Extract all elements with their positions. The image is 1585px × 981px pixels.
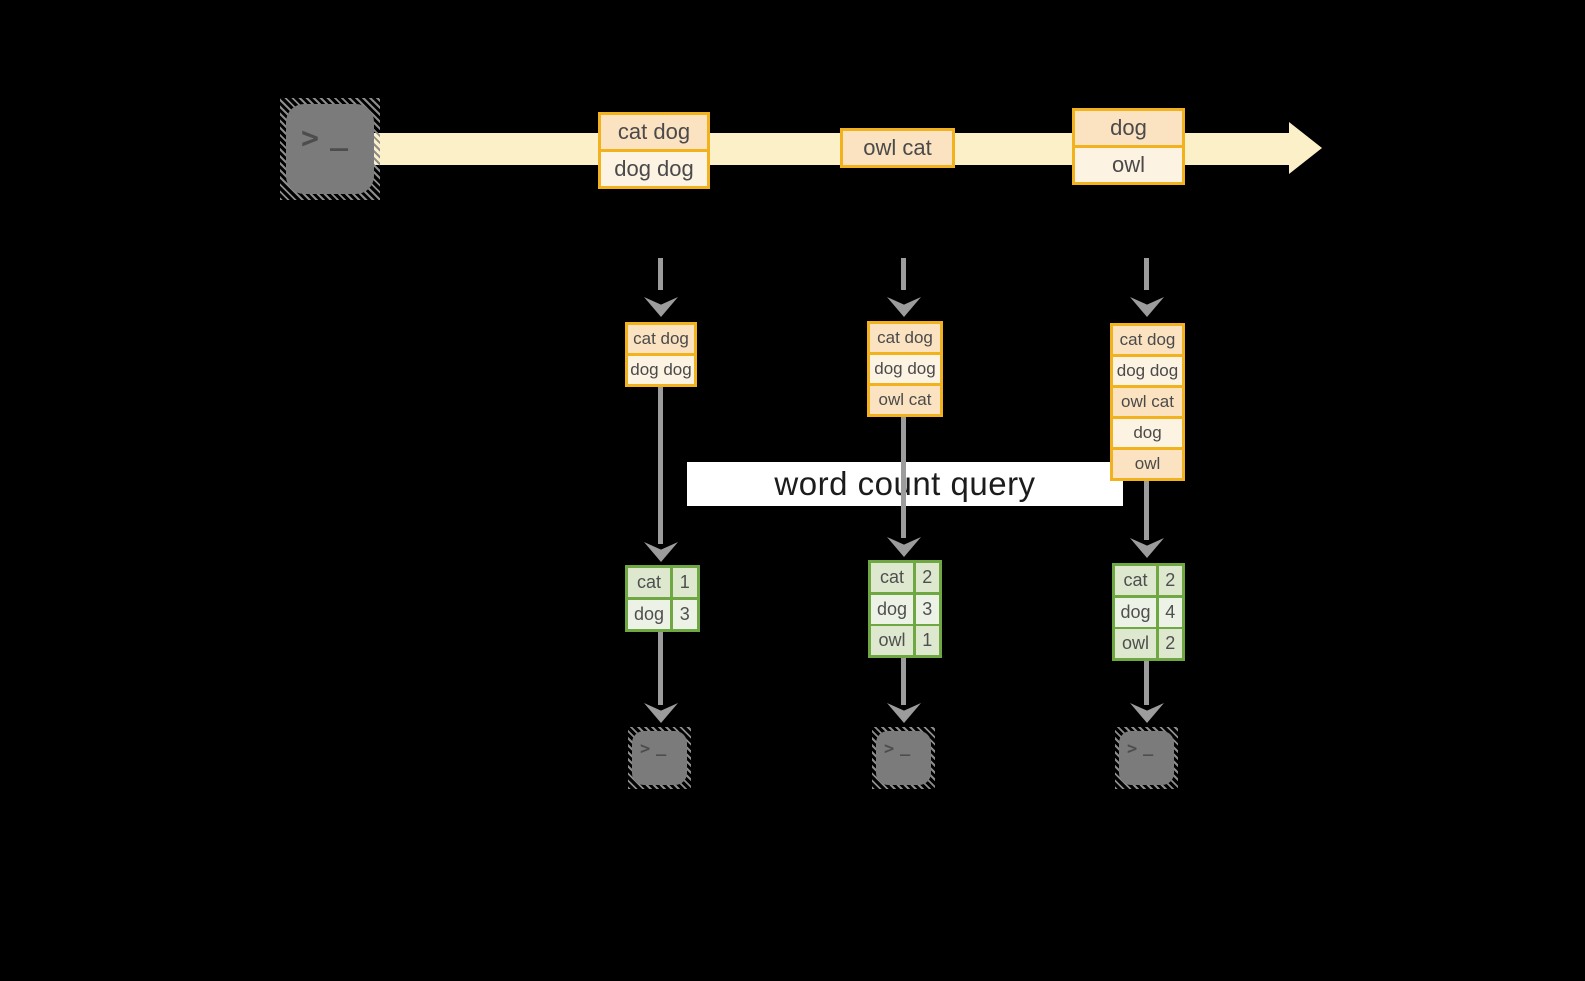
buffer-line: dog dog [628, 356, 694, 384]
terminal-cursor-glyph: _ [656, 737, 667, 757]
word-cell: dog [871, 594, 913, 624]
event-line: dog dog [601, 152, 707, 186]
dashed-arrowhead-icon [644, 297, 678, 317]
event-line: dog [1075, 111, 1182, 145]
arrowhead-icon [1130, 703, 1164, 723]
stream-arrowhead-icon [1289, 122, 1322, 174]
source-terminal-icon: > _ [280, 98, 380, 200]
output-terminal-icon-2: > _ [872, 727, 935, 789]
terminal-cursor-glyph: _ [900, 737, 911, 757]
buffer-line: owl cat [1113, 388, 1182, 416]
count-cell: 1 [915, 626, 939, 655]
count-table-1: cat 1 dog 3 [625, 565, 700, 632]
word-cell: owl [871, 626, 913, 655]
buffer-line: dog [1113, 419, 1182, 447]
buffer-line: owl cat [870, 386, 940, 414]
arrowhead-icon [887, 703, 921, 723]
count-cell: 4 [1158, 597, 1182, 627]
count-cell: 2 [1158, 629, 1182, 658]
buffer-line: cat dog [870, 324, 940, 352]
stream-event-box-3: dog owl [1072, 108, 1185, 185]
dashed-arrowhead-icon [887, 297, 921, 317]
count-table-3: cat 2 dog 4 owl 2 [1112, 563, 1185, 661]
arrowhead-icon [887, 537, 921, 557]
count-cell: 3 [915, 594, 939, 624]
dashed-arrowhead-icon [1130, 297, 1164, 317]
dashed-arrow-line [658, 258, 663, 290]
word-cell: cat [628, 568, 670, 597]
buffer-line: owl [1113, 450, 1182, 478]
buffer-line: dog dog [870, 355, 940, 383]
dashed-arrow-line [1144, 258, 1149, 290]
buffer-box-3: cat dog dog dog owl cat dog owl [1110, 323, 1185, 481]
count-cell: 2 [915, 563, 939, 592]
count-cell: 3 [672, 599, 697, 629]
buffer-box-2: cat dog dog dog owl cat [867, 321, 943, 417]
stream-event-box-2: owl cat [840, 128, 955, 168]
arrow-line [1144, 659, 1149, 705]
arrow-line [901, 657, 906, 705]
word-cell: dog [628, 599, 670, 629]
count-cell: 2 [1158, 566, 1182, 595]
arrow-line [1144, 480, 1149, 540]
terminal-prompt-glyph: > [884, 739, 895, 759]
arrowhead-icon [1130, 538, 1164, 558]
word-cell: cat [871, 563, 913, 592]
terminal-prompt-glyph: > [1127, 739, 1138, 759]
terminal-screen: > _ [286, 104, 374, 194]
buffer-line: cat dog [1113, 326, 1182, 354]
output-terminal-icon-3: > _ [1115, 727, 1178, 789]
arrowhead-icon [644, 542, 678, 562]
event-line: owl [1075, 148, 1182, 182]
stream-event-box-1: cat dog dog dog [598, 112, 710, 189]
count-cell: 1 [672, 568, 697, 597]
arrow-line [901, 414, 906, 538]
word-cell: owl [1115, 629, 1156, 658]
terminal-screen: > _ [876, 731, 931, 785]
word-cell: cat [1115, 566, 1156, 595]
terminal-cursor-glyph: _ [330, 117, 349, 152]
terminal-screen: > _ [632, 731, 687, 785]
event-line: cat dog [601, 115, 707, 149]
event-line: owl cat [843, 131, 952, 165]
buffer-line: cat dog [628, 325, 694, 353]
arrowhead-icon [644, 703, 678, 723]
terminal-cursor-glyph: _ [1143, 737, 1154, 757]
count-table-2: cat 2 dog 3 owl 1 [868, 560, 942, 658]
dashed-arrow-line [901, 258, 906, 290]
terminal-prompt-glyph: > [301, 121, 320, 156]
arrow-line [658, 629, 663, 705]
word-cell: dog [1115, 597, 1156, 627]
output-terminal-icon-1: > _ [628, 727, 691, 789]
terminal-screen: > _ [1119, 731, 1174, 785]
buffer-box-1: cat dog dog dog [625, 322, 697, 387]
buffer-line: dog dog [1113, 357, 1182, 385]
terminal-prompt-glyph: > [640, 739, 651, 759]
arrow-line [658, 386, 663, 544]
